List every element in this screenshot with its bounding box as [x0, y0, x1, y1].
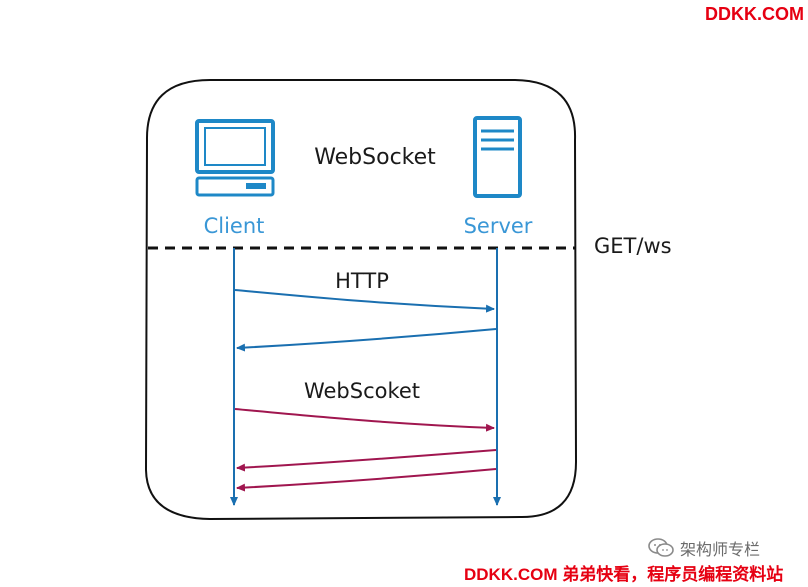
http-label: HTTP [335, 269, 389, 293]
watermark-top: DDKK.COM [705, 4, 804, 24]
server-tower-icon [473, 116, 522, 198]
websocket-receive-arrow-1 [236, 449, 497, 472]
divider-label: GET/ws [594, 234, 672, 258]
wechat-icon [648, 538, 674, 557]
websocket-receive-arrow-2 [236, 468, 497, 492]
watermark-bottom: DDKK.COM 弟弟快看，程序员编程资料站 [464, 565, 784, 584]
server-label: Server [464, 214, 533, 238]
websocket-label: WebScoket [304, 379, 420, 403]
diagram-title: WebSocket [314, 145, 436, 170]
wechat-account-name: 架构师专栏 [680, 540, 761, 559]
wechat-account-tag: 架构师专栏 [648, 536, 760, 560]
http-request-arrow [234, 289, 495, 313]
client-label: Client [204, 214, 265, 238]
websocket-send-arrow [234, 408, 495, 432]
diagram-frame [144, 79, 578, 521]
client-computer-icon [195, 119, 275, 197]
http-response-arrow [236, 328, 497, 352]
